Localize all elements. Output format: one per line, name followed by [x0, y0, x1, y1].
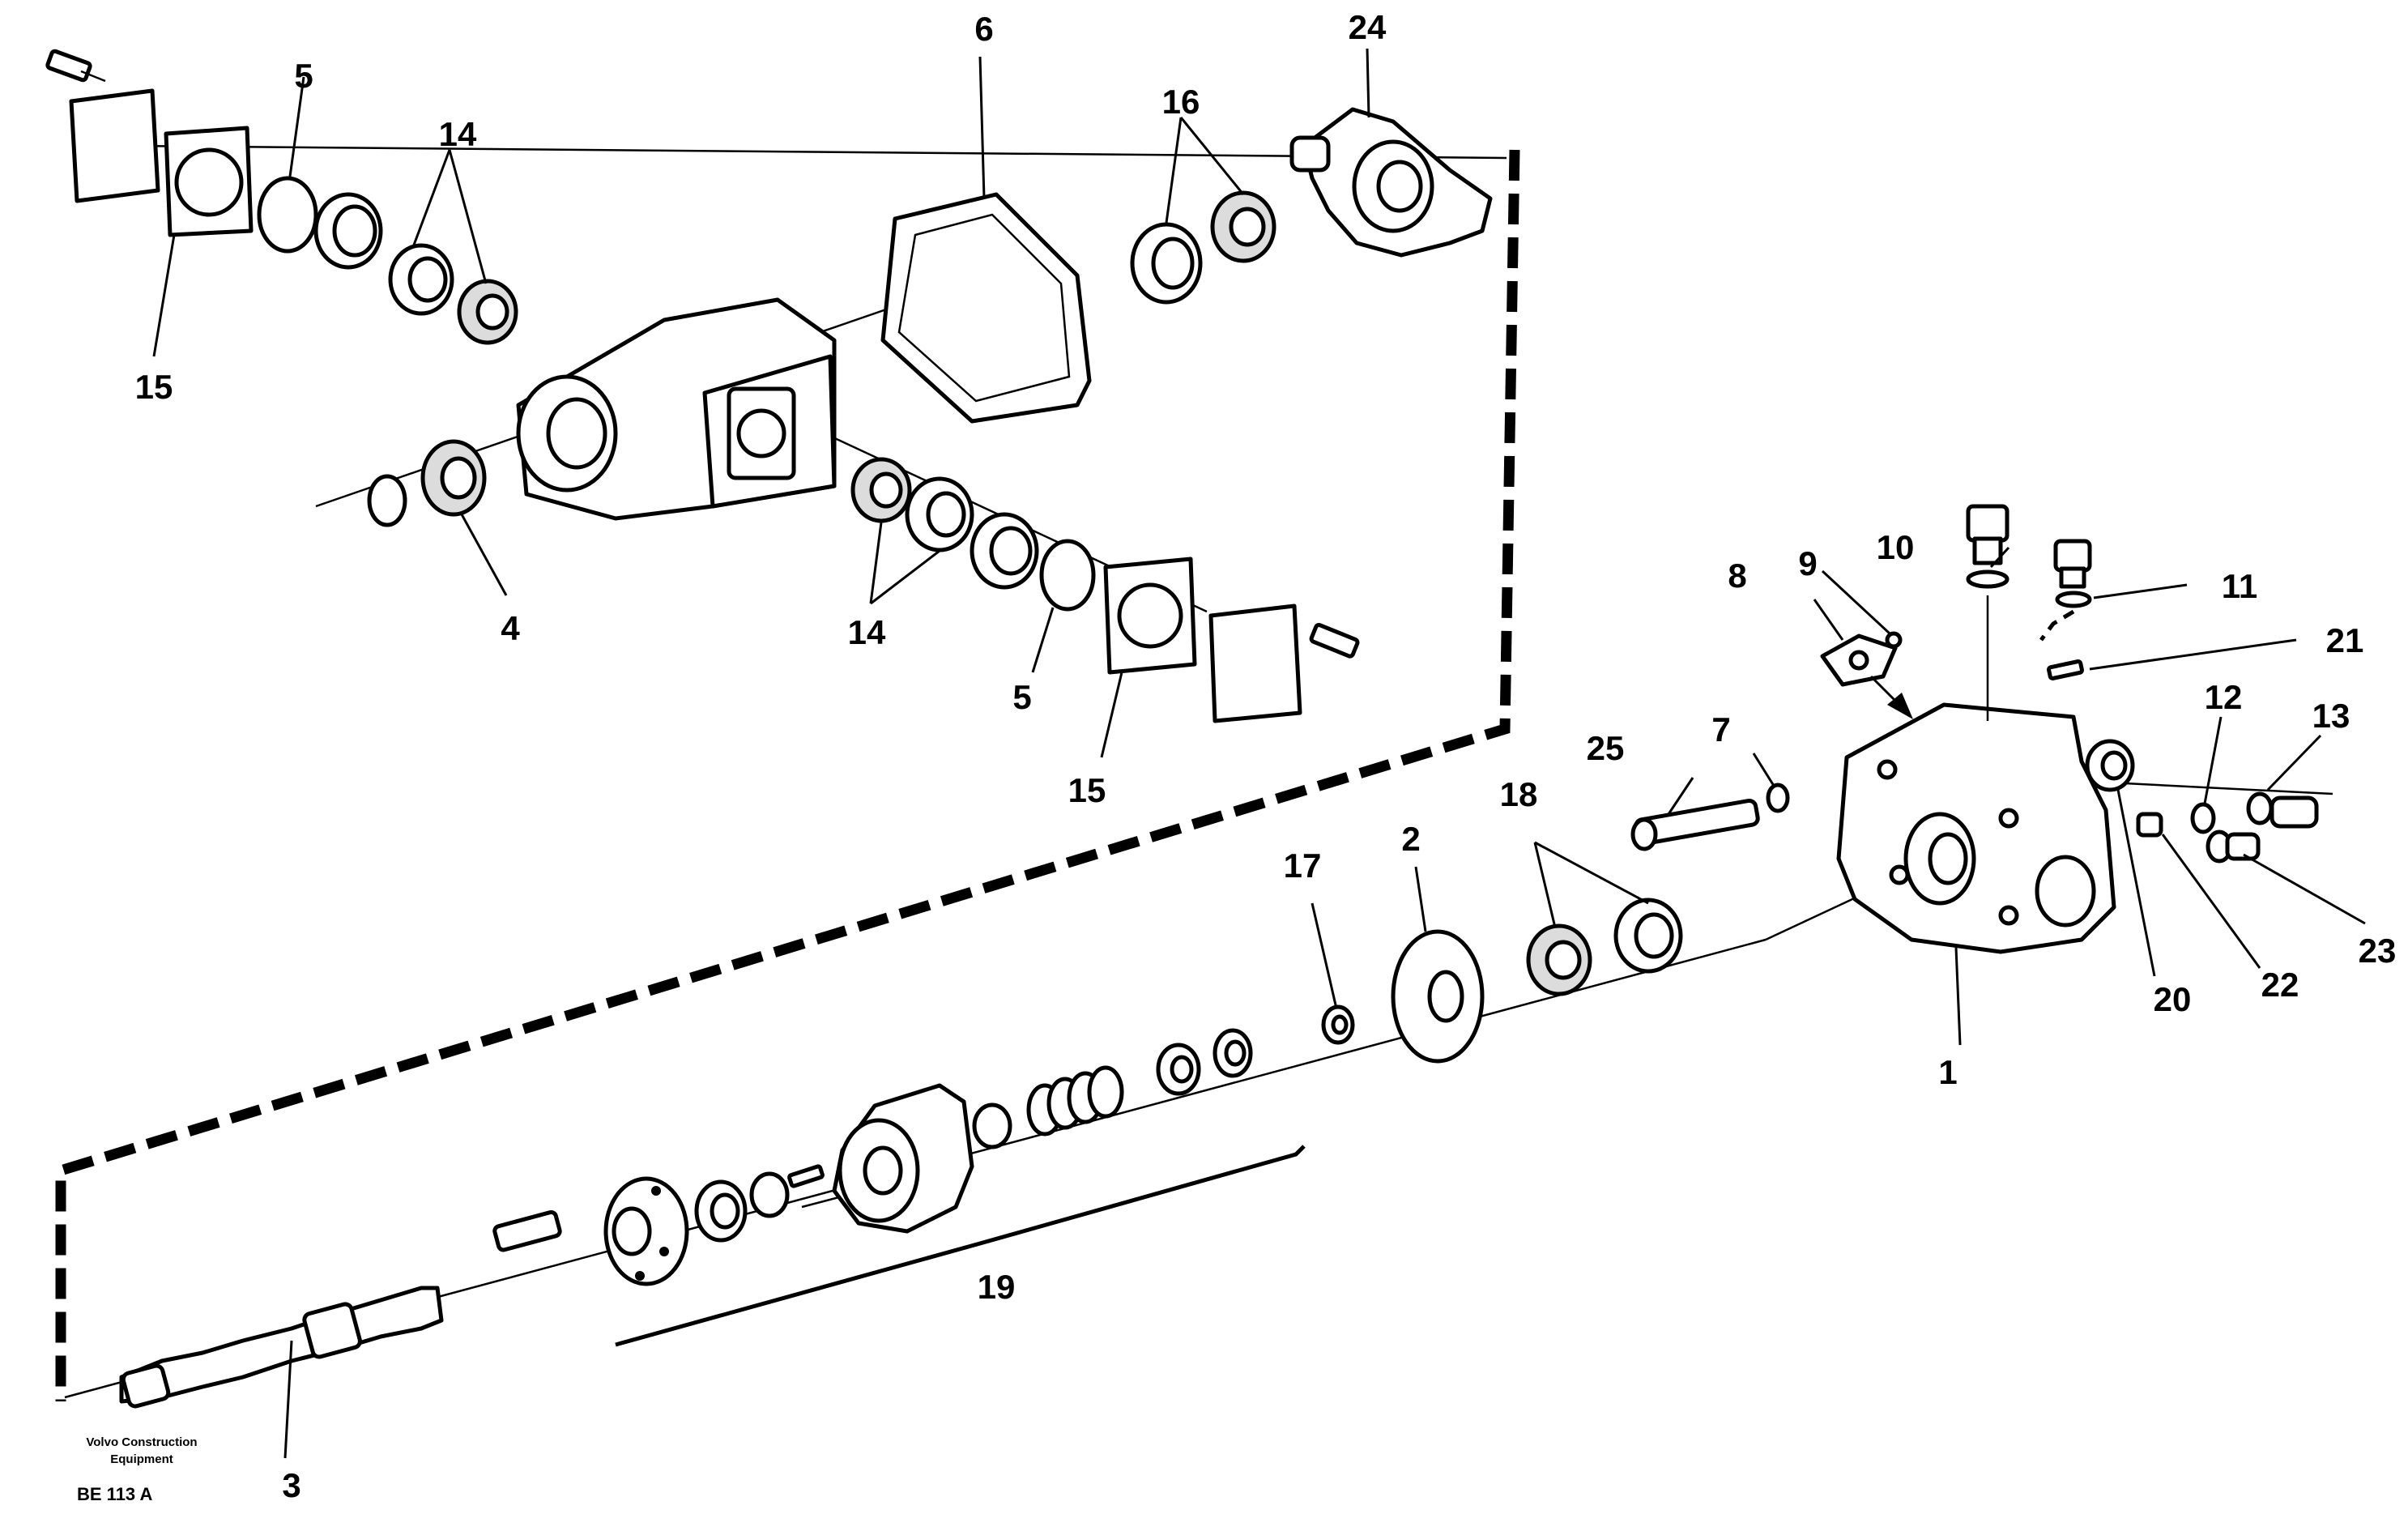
bolt-21 [2047, 659, 2084, 680]
cover-plate-8 [1820, 633, 1898, 687]
washer-17 [1321, 1004, 1355, 1045]
bearing-cup-14-lower [970, 512, 1039, 590]
arrow-to-cover [1869, 675, 1913, 719]
callout-10: 10 [1877, 528, 1915, 566]
bushing-20 [2085, 739, 2135, 792]
callout-8: 8 [1728, 557, 1746, 595]
pin-25 [1630, 798, 1760, 851]
shaft-3 [119, 1286, 444, 1409]
callout-1: 1 [1938, 1053, 1957, 1091]
drawing-footer: Volvo Construction Equipment BE 113 A [77, 1435, 198, 1504]
o-ring-12 [2190, 802, 2216, 834]
callout-14-upper: 14 [439, 115, 477, 153]
callout-2: 2 [1401, 820, 1420, 858]
plug-23 [2206, 830, 2261, 864]
drawing-reference: BE 113 A [77, 1484, 152, 1504]
snap-ring-small-left [367, 474, 407, 527]
callout-16: 16 [1162, 83, 1200, 121]
snap-ring-5-lower [1039, 539, 1096, 612]
orifice-22 [2136, 812, 2163, 838]
callout-25: 25 [1587, 729, 1625, 767]
leader-lines [152, 48, 2366, 1459]
flange-plate-15-left [164, 126, 254, 237]
axis-line-top [125, 144, 1507, 160]
upper-assembly [45, 49, 1507, 723]
spacer-ring-19 [749, 1171, 790, 1218]
callouts: 1 2 3 4 5 5 6 7 8 9 10 11 12 13 14 14 15… [135, 8, 2397, 1504]
callout-12: 12 [2205, 678, 2243, 716]
pin-19 [787, 1164, 825, 1188]
callout-18: 18 [1500, 775, 1538, 813]
roller-bearing-14-upper [457, 279, 518, 345]
callout-17: 17 [1284, 847, 1322, 885]
callout-24: 24 [1349, 8, 1387, 46]
roller-bearing-14-lower [850, 457, 912, 523]
pump-cover-1 [1836, 702, 2116, 954]
callout-19: 19 [978, 1268, 1016, 1306]
washer-11 [2055, 591, 2092, 608]
callout-9: 9 [1798, 544, 1817, 582]
bolt-right [1309, 623, 1360, 659]
spring-19 [1026, 1065, 1124, 1137]
washer-10 [1966, 569, 2010, 589]
publisher-line-2: Equipment [110, 1452, 173, 1466]
snap-ring-19 [1213, 1028, 1253, 1078]
callout-23: 23 [2359, 932, 2397, 970]
gasket-6 [880, 192, 1092, 424]
plug-13 [2246, 791, 2319, 829]
washer-19 [972, 1102, 1012, 1149]
callout-21: 21 [2326, 621, 2364, 659]
callout-11: 11 [2222, 567, 2257, 605]
bracket-19 [615, 1145, 1306, 1347]
callout-13: 13 [2312, 697, 2350, 735]
bearing-ring-14-upper [388, 243, 454, 316]
pump-housing [516, 297, 837, 521]
swash-plate-2 [1391, 929, 1485, 1064]
dashed-connection-line [55, 149, 1520, 1401]
screw-lower [492, 1210, 562, 1252]
publisher-line-1: Volvo Construction [86, 1435, 197, 1449]
cover-plate-right [1208, 603, 1302, 723]
callout-22: 22 [2261, 966, 2299, 1004]
plug-11 [2053, 539, 2092, 589]
callout-3: 3 [282, 1466, 300, 1504]
callout-6: 6 [974, 10, 993, 48]
bolt-top-left [45, 49, 106, 83]
port-plate-19 [603, 1176, 689, 1286]
bearing-4 [420, 439, 487, 517]
cylinder-block-19 [832, 1083, 974, 1234]
callout-15-right: 15 [1068, 771, 1106, 809]
bearing-cup-14-upper [313, 192, 383, 270]
valve-body-assembly [1630, 504, 2333, 954]
o-ring-9 [1885, 631, 1903, 649]
dashed-plug-leader [2039, 609, 2075, 642]
o-ring-7 [1766, 783, 1790, 813]
bearing-ring-14-lower [905, 476, 974, 552]
retainer-19 [1156, 1043, 1201, 1096]
bearing-housing-24 [1289, 107, 1493, 258]
callout-5-upper: 5 [294, 57, 313, 95]
plug-10 [1966, 504, 2010, 565]
snap-ring-5-upper [257, 176, 318, 254]
callout-5-lower: 5 [1012, 678, 1031, 716]
bearing-cup-16 [1130, 222, 1203, 305]
roller-bearing-16 [1210, 190, 1276, 263]
callout-15-left: 15 [135, 368, 173, 406]
flange-plate-15-right [1103, 557, 1197, 675]
cover-plate-left [69, 88, 160, 203]
roller-bearing-18 [1526, 923, 1592, 996]
callout-4: 4 [501, 609, 520, 647]
needle-bearing-19 [694, 1179, 748, 1243]
lower-assembly [64, 898, 1767, 1409]
callout-14-lower: 14 [848, 613, 886, 651]
callout-7: 7 [1711, 710, 1730, 748]
callout-20: 20 [2154, 980, 2192, 1018]
bearing-cup-18 [1613, 898, 1683, 974]
